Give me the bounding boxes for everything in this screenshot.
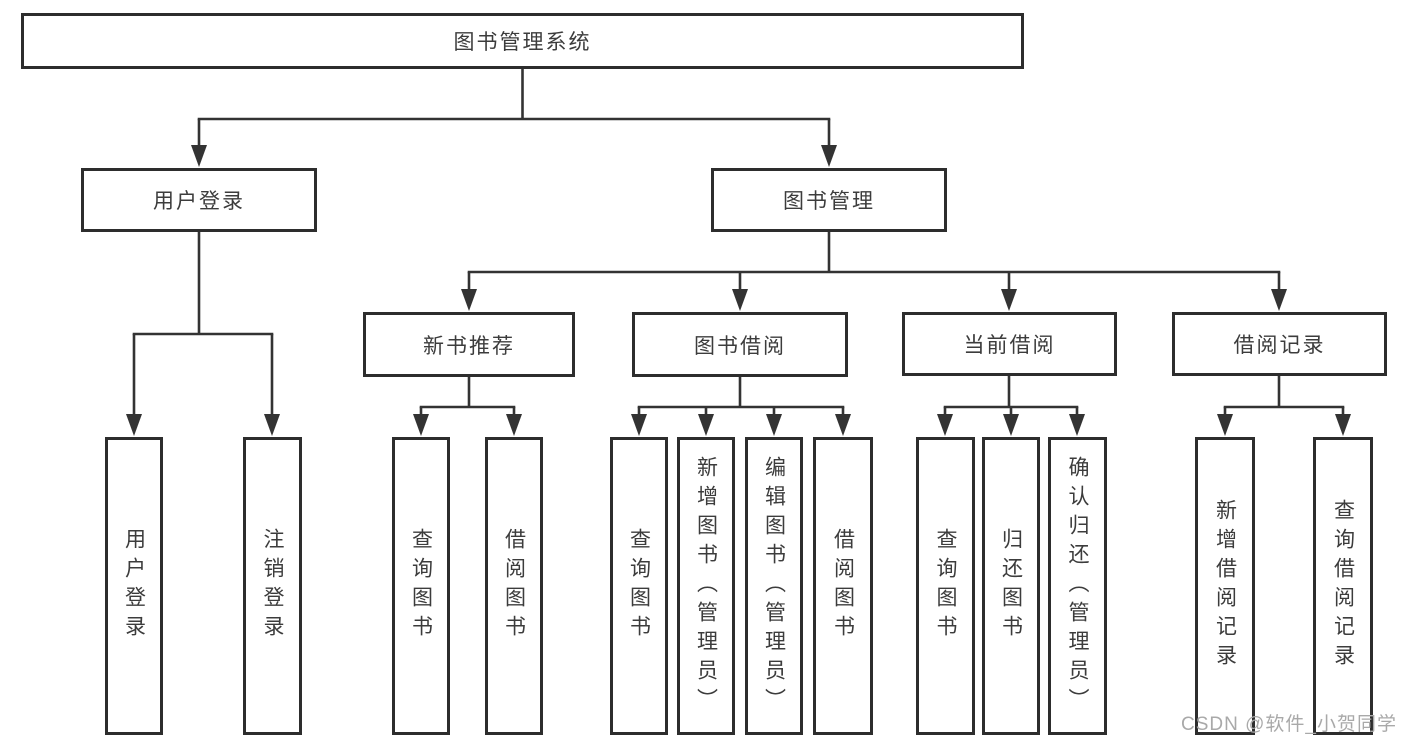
leaf-edit-books-admin: 编辑图书（管理员） [745, 437, 803, 735]
node-book-borrow-label: 图书借阅 [694, 334, 786, 358]
node-root-system: 图书管理系统 [21, 13, 1024, 69]
leaf-user-login-label: 用户登录 [122, 528, 146, 644]
node-borrow-records-label: 借阅记录 [1233, 334, 1326, 357]
leaf-add-borrow-record-label: 新增借阅记录 [1213, 499, 1237, 673]
csdn-watermark: CSDN @软件_小贺同学 [1181, 714, 1397, 735]
node-user-login: 用户登录 [81, 168, 317, 232]
leaf-confirm-return-admin-label: 确认归还（管理员） [1066, 455, 1089, 717]
leaf-query-borrow-record: 查询借阅记录 [1313, 437, 1373, 735]
leaf-return-books: 归还图书 [982, 437, 1040, 735]
leaf-edit-books-admin-label: 编辑图书（管理员） [762, 455, 786, 717]
leaf-add-books-admin: 新增图书（管理员） [677, 437, 735, 735]
node-current-borrow-label: 当前借阅 [963, 334, 1056, 357]
leaf-add-borrow-record: 新增借阅记录 [1195, 437, 1255, 735]
leaf-query-borrow-record-label: 查询借阅记录 [1331, 499, 1355, 673]
leaf-borrow-books: 借阅图书 [813, 437, 873, 735]
node-borrow-records: 借阅记录 [1172, 312, 1387, 376]
node-book-borrow: 图书借阅 [632, 312, 848, 377]
node-root-label: 图书管理系统 [453, 31, 592, 54]
node-new-book-recommend: 新书推荐 [363, 312, 575, 377]
node-book-management: 图书管理 [711, 168, 947, 232]
leaf-logout-label: 注销登录 [261, 528, 284, 644]
leaf-add-books-admin-label: 新增图书（管理员） [694, 455, 718, 717]
leaf-borrow-books-recommend-label: 借阅图书 [502, 528, 526, 644]
leaf-query-books-recommend-label: 查询图书 [409, 528, 433, 644]
leaf-query-books-recommend: 查询图书 [392, 437, 450, 735]
leaf-query-books-current-label: 查询图书 [934, 528, 957, 644]
leaf-query-books-borrow-label: 查询图书 [627, 528, 651, 644]
leaf-return-books-label: 归还图书 [999, 528, 1023, 644]
connector-arrows [126, 145, 1351, 436]
leaf-borrow-books-label: 借阅图书 [831, 528, 855, 644]
node-user-login-label: 用户登录 [153, 190, 245, 213]
node-current-borrow: 当前借阅 [902, 312, 1117, 376]
leaf-logout: 注销登录 [243, 437, 302, 735]
leaf-confirm-return-admin: 确认归还（管理员） [1048, 437, 1107, 735]
leaf-query-books-current: 查询图书 [916, 437, 975, 735]
leaf-query-books-borrow: 查询图书 [610, 437, 668, 735]
leaf-borrow-books-recommend: 借阅图书 [485, 437, 543, 735]
node-new-book-recommend-label: 新书推荐 [423, 334, 515, 358]
leaf-user-login: 用户登录 [105, 437, 163, 735]
node-book-management-label: 图书管理 [783, 190, 875, 213]
